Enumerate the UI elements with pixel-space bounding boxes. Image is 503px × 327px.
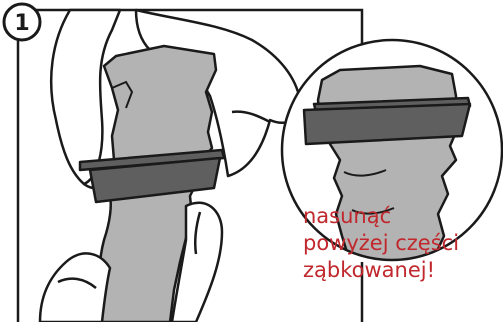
step-number: 1 (14, 11, 29, 36)
clamp-band (80, 150, 224, 202)
warning-callout: nasunąć powyżej części ząbkowanej! (303, 203, 498, 284)
zoom-band (304, 104, 470, 144)
step-number-badge: 1 (4, 4, 40, 40)
